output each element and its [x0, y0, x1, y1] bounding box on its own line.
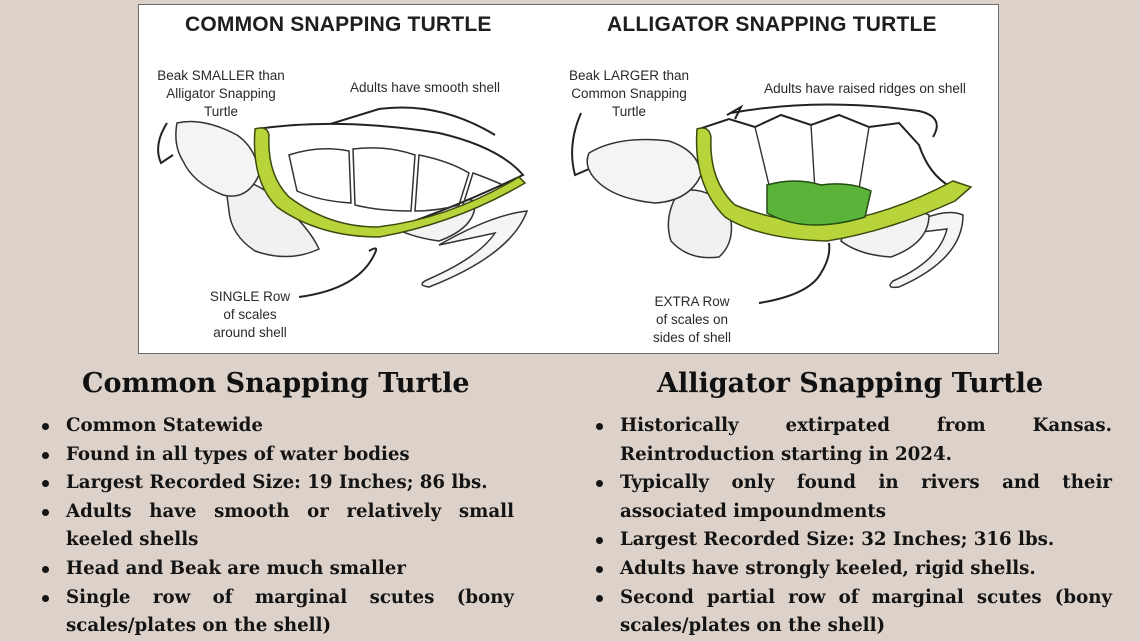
turtle-illustration-common — [157, 106, 529, 298]
list-item: Typically only found in rivers and their… — [594, 469, 1112, 526]
heading-alligator-snapping-turtle: Alligator Snapping Turtle — [657, 368, 1044, 399]
list-item: Largest Recorded Size: 19 Inches; 86 lbs… — [40, 469, 514, 498]
label-shell-common: Adults have smooth shell — [349, 80, 501, 95]
heading-common-snapping-turtle: Common Snapping Turtle — [82, 368, 470, 399]
turtle-illustration-alligator — [571, 103, 973, 304]
figure-title-alligator: ALLIGATOR SNAPPING TURTLE — [607, 13, 937, 36]
list-item: Historically extirpated from Kansas. Rei… — [594, 412, 1112, 469]
list-item: Found in all types of water bodies — [40, 441, 514, 470]
label-scales-common: SINGLE Row of scales around shell — [209, 289, 291, 340]
list-item: Adults have smooth or relatively small k… — [40, 498, 514, 555]
list-item: Adults have strongly keeled, rigid shell… — [594, 555, 1112, 584]
comparison-figure: COMMON SNAPPING TURTLE Beak SMALLER than… — [138, 4, 999, 354]
label-beak-alligator: Beak LARGER than Common Snapping Turtle — [568, 68, 690, 119]
list-item: Single row of marginal scutes (bony scal… — [40, 584, 514, 641]
list-item: Head and Beak are much smaller — [40, 555, 514, 584]
list-item: Second partial row of marginal scutes (b… — [594, 584, 1112, 641]
label-scales-alligator: EXTRA Row of scales on sides of shell — [652, 294, 732, 345]
common-facts-list: Common Statewide Found in all types of w… — [40, 412, 514, 641]
alligator-facts-list: Historically extirpated from Kansas. Rei… — [594, 412, 1112, 641]
label-beak-common: Beak SMALLER than Alligator Snapping Tur… — [157, 68, 285, 119]
list-item: Common Statewide — [40, 412, 514, 441]
label-shell-alligator: Adults have raised ridges on shell — [764, 81, 966, 96]
list-item: Largest Recorded Size: 32 Inches; 316 lb… — [594, 526, 1112, 555]
figure-title-common: COMMON SNAPPING TURTLE — [185, 13, 492, 36]
